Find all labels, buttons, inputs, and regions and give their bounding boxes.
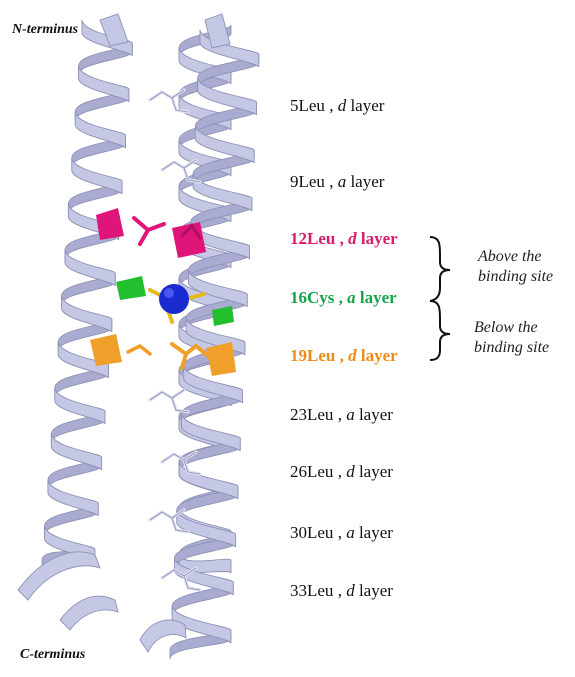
layer-separator: , (333, 462, 346, 481)
helix-left-front-turn (79, 66, 129, 102)
layer-separator: , (333, 523, 346, 542)
helix-left-front-turn (51, 434, 101, 470)
helix-left-front-turn (48, 480, 98, 516)
orange-helix-patch (206, 342, 236, 376)
layer-heptad-letter: d (338, 96, 347, 115)
layer-label-23leu: 23Leu , a layer (290, 405, 393, 425)
layer-label-33leu: 33Leu , d layer (290, 581, 393, 601)
helix-left-front-turn (75, 112, 125, 148)
layer-heptad-letter: a (346, 405, 355, 424)
metal-ion-highlight (164, 288, 174, 298)
green-helix-patch (116, 276, 146, 300)
layer-separator: , (335, 346, 348, 365)
layer-suffix: layer (355, 523, 393, 542)
helix-right-front-turn (181, 414, 240, 451)
layer-residue: 5Leu (290, 96, 325, 115)
above-note-line2: binding site (478, 267, 553, 287)
layer-residue: 16Cys (290, 288, 334, 307)
brace-above-binding-site (430, 237, 450, 301)
layer-label-30leu: 30Leu , a layer (290, 523, 393, 543)
orange-side-chain (128, 346, 150, 354)
layer-heptad-letter: d (346, 581, 355, 600)
leucine-side-chain-outline (150, 390, 188, 412)
below-binding-site-note: Below the binding site (474, 318, 549, 358)
layer-separator: , (333, 581, 346, 600)
layer-label-19leu: 19Leu , d layer (290, 346, 398, 366)
layer-label-12leu: 12Leu , d layer (290, 229, 398, 249)
layer-residue: 12Leu (290, 229, 335, 248)
above-binding-site-note: Above the binding site (478, 247, 553, 287)
helix-left-c-end (18, 552, 100, 600)
layer-suffix: layer (355, 462, 393, 481)
below-note-line1: Below the (474, 318, 549, 338)
layer-heptad-letter: d (346, 462, 355, 481)
layer-label-26leu: 26Leu , d layer (290, 462, 393, 482)
helix-left-front-turn (55, 388, 105, 424)
layer-separator: , (335, 229, 348, 248)
layer-suffix: layer (357, 229, 398, 248)
layer-suffix: layer (355, 581, 393, 600)
layer-label-5leu: 5Leu , d layer (290, 96, 384, 116)
magenta-side-chain (134, 218, 164, 244)
brace-below-binding-site (430, 301, 450, 360)
layer-suffix: layer (357, 346, 398, 365)
layer-residue: 9Leu (290, 172, 325, 191)
layer-suffix: layer (346, 96, 384, 115)
layer-suffix: layer (356, 288, 397, 307)
above-note-line1: Above the (478, 247, 553, 267)
n-terminus-label: N-terminus (12, 22, 78, 38)
layer-label-16cys: 16Cys , a layer (290, 288, 397, 308)
c-terminus-label: C-terminus (20, 647, 85, 663)
layer-separator: , (334, 288, 347, 307)
helix-left-front-turn (62, 296, 112, 332)
layer-residue: 30Leu (290, 523, 333, 542)
layer-residue: 33Leu (290, 581, 333, 600)
helix-left-c-end-2 (60, 596, 118, 630)
layer-separator: , (325, 172, 338, 191)
layer-separator: , (325, 96, 338, 115)
metal-ion (159, 284, 189, 314)
layer-heptad-letter: d (348, 229, 357, 248)
layer-separator: , (333, 405, 346, 424)
layer-residue: 23Leu (290, 405, 333, 424)
layer-residue: 19Leu (290, 346, 335, 365)
layer-heptad-letter: a (347, 288, 356, 307)
layer-label-9leu: 9Leu , a layer (290, 172, 384, 192)
layer-residue: 26Leu (290, 462, 333, 481)
helix-left-front-turn (65, 250, 115, 286)
magenta-helix-patch (96, 208, 124, 240)
layer-suffix: layer (346, 172, 384, 191)
layer-heptad-letter: a (338, 172, 347, 191)
below-note-line2: binding site (474, 338, 549, 358)
layer-suffix: layer (355, 405, 393, 424)
leucine-side-chain (150, 390, 188, 412)
layer-heptad-letter: a (346, 523, 355, 542)
layer-heptad-letter: d (348, 346, 357, 365)
helix-left-front-turn (72, 158, 122, 194)
